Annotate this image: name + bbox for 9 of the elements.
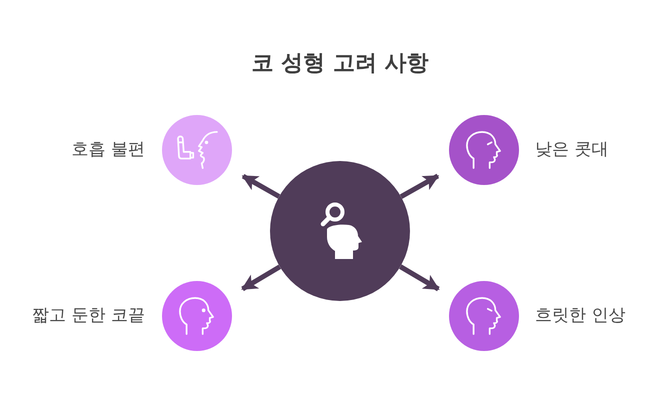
topic-label: 흐릿한 인상 [535, 305, 626, 327]
arrow [399, 264, 440, 292]
diagram-title: 코 성형 고려 사항 [250, 50, 430, 78]
topic-label: 낮은 콧대 [535, 139, 608, 161]
topic-label: 호흡 불편 [72, 139, 145, 161]
topic-label: 짧고 둔한 코끝 [32, 305, 145, 327]
arrow [242, 174, 280, 199]
arrow [400, 174, 440, 199]
arrow [241, 264, 282, 292]
